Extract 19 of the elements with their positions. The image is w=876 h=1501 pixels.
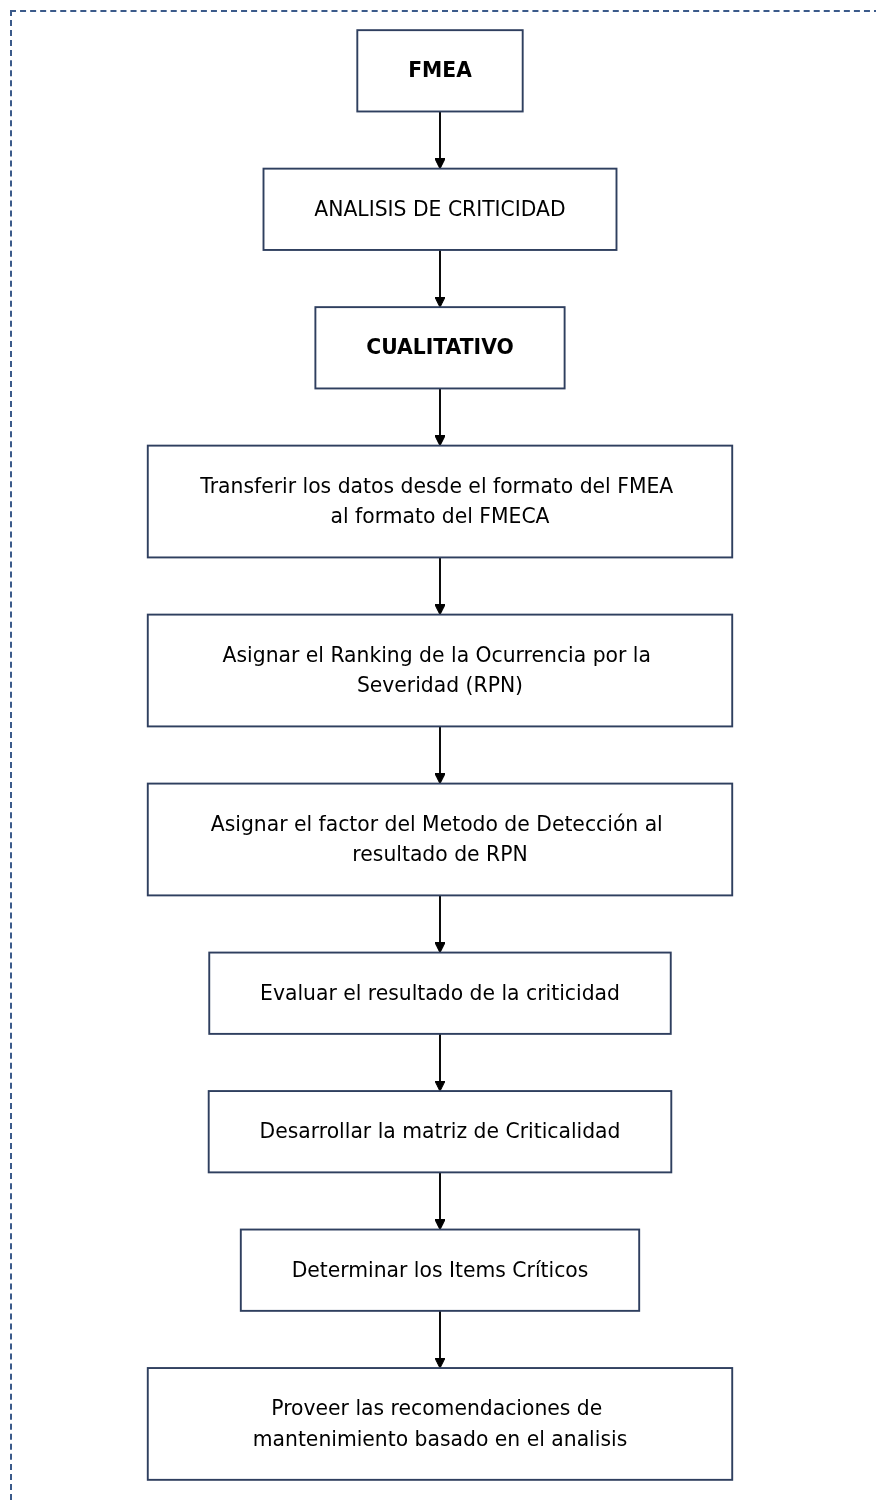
node-box: Proveer las recomendaciones de mantenimiento basado en el analisis — [146, 1367, 734, 1481]
arrow — [434, 1309, 446, 1369]
node-box: Determinar los Items Críticos — [239, 1228, 641, 1312]
arrow — [434, 1032, 446, 1092]
node-box: Desarrollar la matriz de Criticalidad — [207, 1090, 673, 1174]
node-box: Transferir los datos desde el formato del FMEA al formato del FMECA — [146, 444, 734, 559]
node-box: CUALITATIVO — [314, 306, 566, 390]
node-box: ANALISIS DE CRITICIDAD — [262, 167, 618, 251]
arrow — [434, 249, 446, 308]
node-box: Asignar el Ranking de la Ocurrencia por la Severidad (RPN) — [146, 613, 734, 728]
arrow — [434, 387, 446, 447]
arrow — [434, 725, 446, 785]
arrow — [434, 894, 446, 954]
node-box: Asignar el factor del Metodo de Detección al resultado de RPN — [146, 782, 734, 897]
arrow — [434, 110, 446, 170]
arrow — [434, 556, 446, 616]
node-box: Evaluar el resultado de la criticidad — [208, 951, 672, 1035]
arrow — [434, 1171, 446, 1231]
node-box: FMEA — [356, 29, 524, 113]
